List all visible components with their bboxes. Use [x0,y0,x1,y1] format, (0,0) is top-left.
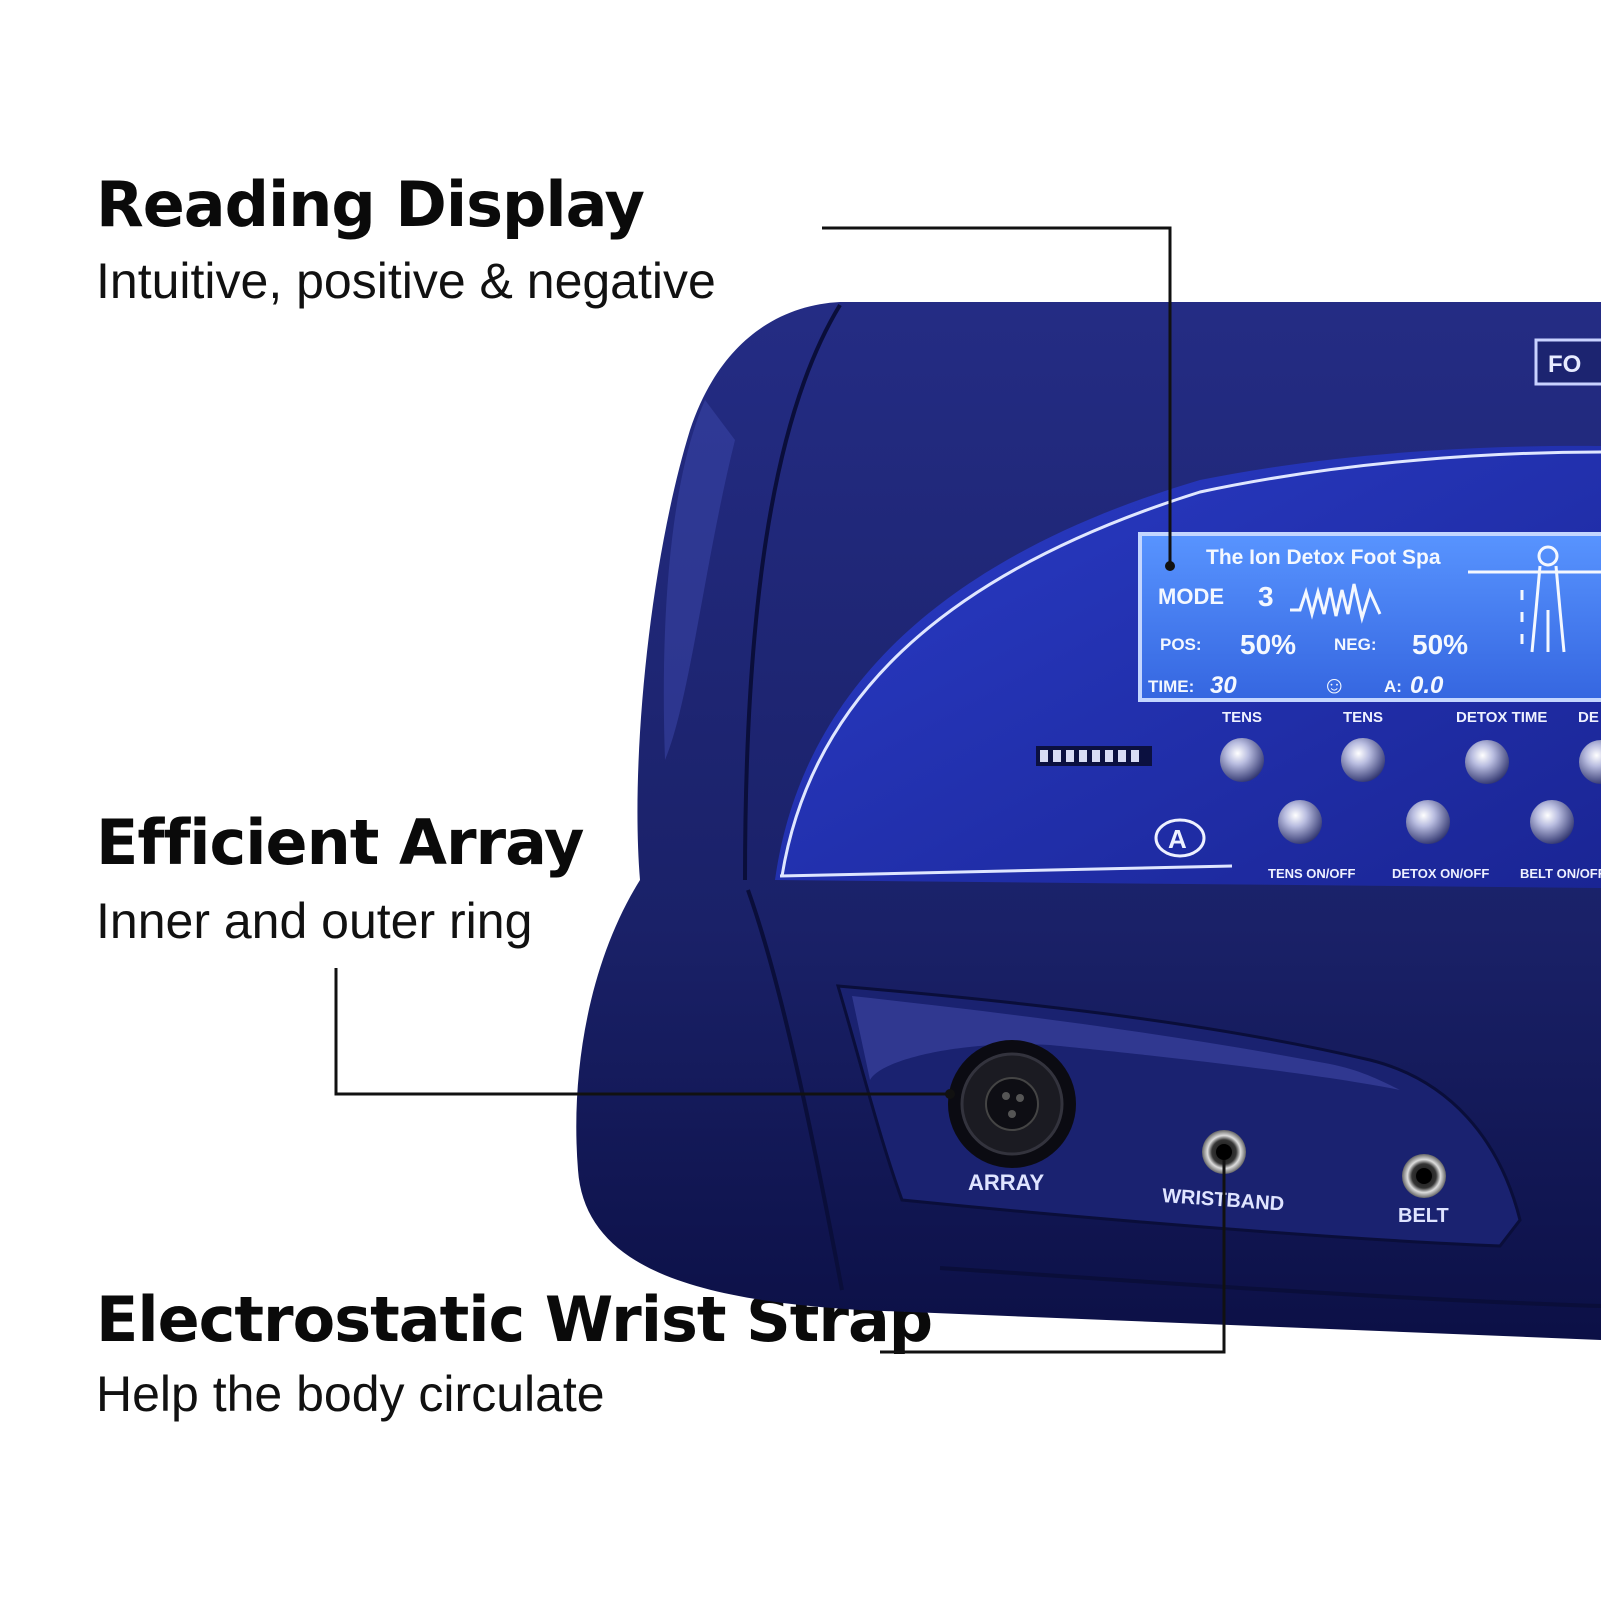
control-panel-outline [780,450,1601,877]
control-button-tens-1[interactable]: TENS [1220,709,1264,782]
lcd-amp-label: A: [1384,677,1402,696]
control-button-tens-on-off[interactable]: TENS ON/OFF [1268,800,1355,881]
lcd-pos-value: 50% [1240,629,1296,660]
smiley-icon: ☺ [1322,672,1347,699]
device-base-groove [939,1266,1601,1308]
button-label: DE MO [1578,709,1601,726]
led-indicator-strip [1036,746,1152,766]
control-button-detox-mode[interactable]: DE MO [1578,709,1601,784]
lcd-neg-value: 50% [1412,629,1468,660]
control-button-belt-on-off[interactable]: BELT ON/OFF [1520,800,1601,881]
brand-badge [1534,338,1601,386]
callout-title-reading-display: Reading Display [96,168,645,241]
lcd-time-value: 30 [1210,672,1237,699]
leader-dot-efficient-array [945,1089,955,1099]
body-edge-line [743,303,842,881]
lcd-screen [1138,532,1601,702]
control-button-detox-on-off[interactable]: DETOX ON/OFF [1392,800,1489,881]
port-label-array: ARRAY [968,1170,1045,1195]
button-label: DETOX TIME [1456,709,1547,726]
body-figure-icon [1468,545,1601,653]
lcd-waveform-icon [1290,583,1382,624]
button-label: TENS ON/OFF [1268,866,1355,881]
port-label-belt: BELT [1398,1205,1449,1227]
callout-title-efficient-array: Efficient Array [96,806,584,879]
callout-subtitle-efficient-array: Inner and outer ring [96,893,533,949]
button-label: TENS [1343,709,1383,726]
leader-line-reading-display [822,226,1172,566]
body-edge-line-lower [746,889,844,1291]
body-highlight [663,400,735,760]
lcd-heading: The Ion Detox Foot Spa [1206,546,1441,569]
belt-port[interactable]: BELT [1398,1154,1449,1227]
array-port[interactable]: ARRAY [948,1040,1076,1195]
port-panel-highlight [852,996,1400,1090]
leader-line-wrist-strap [880,1160,1226,1354]
control-button-tens-2[interactable]: TENS [1341,709,1385,782]
control-button-detox-time[interactable]: DETOX TIME [1456,709,1547,784]
lcd-mode-value: 3 [1258,581,1274,612]
button-label: BELT ON/OFF [1520,866,1601,881]
lcd-mode-label: MODE [1158,584,1224,609]
button-label: DETOX ON/OFF [1392,866,1489,881]
callout-subtitle-reading-display: Intuitive, positive & negative [96,253,716,309]
leader-dot-reading-display [1165,561,1175,571]
callout-subtitle-wrist-strap: Help the body circulate [96,1366,605,1422]
lcd-pos-label: POS: [1160,635,1202,654]
lcd-time-label: TIME: [1148,677,1194,696]
leader-line-efficient-array [334,968,950,1096]
side-a-badge: A [1154,818,1206,858]
lcd-neg-label: NEG: [1334,635,1377,654]
brand-badge-text: FO [1548,351,1581,378]
button-label: TENS [1222,709,1262,726]
lcd-amp-value: 0.0 [1410,672,1444,699]
control-panel-base-line [779,864,1233,878]
side-a-badge-text: A [1168,824,1187,854]
